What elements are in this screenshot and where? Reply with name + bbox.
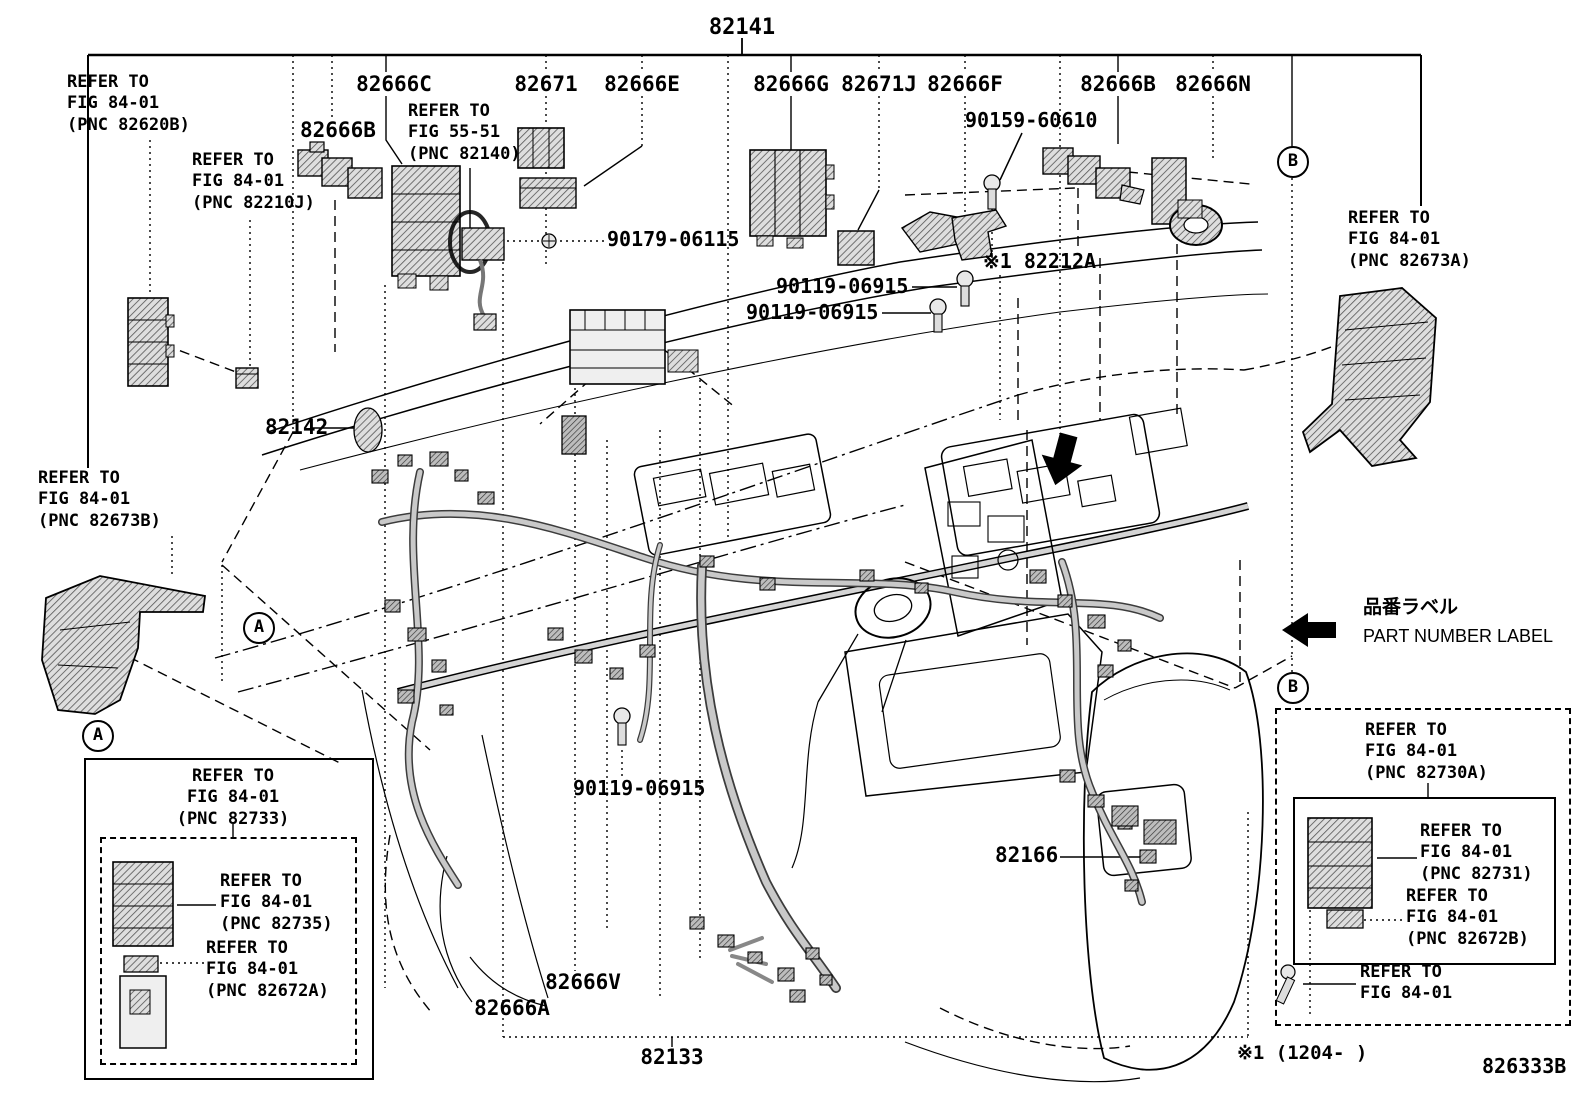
drop-lines [87,55,1429,1047]
label-82212a: ※1 82212A [983,249,1097,273]
refer-note-82733: REFER TO FIG 84-01 (PNC 82733) [176,766,290,829]
part-82673b-bracket-left [41,575,206,715]
inset-b-outer-box [1275,708,1571,1026]
inset-b-relay-icon [1307,817,1373,909]
label-82666n: 82666N [1175,72,1251,96]
part-90119-screw-c [613,707,631,746]
part-82210j-connector-cube [235,367,259,389]
part-90179-nut [541,233,557,249]
refer-note-82673a: REFER TO FIG 84-01 (PNC 82673A) [1348,208,1471,271]
harness-connectors [371,451,1177,1003]
refer-note-82730a: REFER TO FIG 84-01 (PNC 82730A) [1365,720,1488,783]
part-82666g-block [749,149,835,249]
label-82142: 82142 [265,415,329,439]
figure-number: 82141 [708,15,776,40]
part-82671-relay [517,127,565,169]
left-arrow-icon [1282,613,1336,647]
refer-note-82672b: REFER TO FIG 84-01 (PNC 82672B) [1406,886,1529,949]
inset-a-relay-icon [112,861,174,947]
inset-a-inner-box [100,837,357,1065]
label-82666a: 82666A [474,996,550,1020]
label-82671: 82671 [514,72,578,96]
part-82671j-cube [837,230,875,266]
part-number-label-jp: 品番ラベル [1363,596,1459,618]
refer-note-82673b: REFER TO FIG 84-01 (PNC 82673B) [38,468,161,531]
refer-note-55-51: REFER TO FIG 55-51 (PNC 82140) [408,101,521,164]
label-82666g: 82666G [753,72,829,96]
part-82666e-flat-connector [519,177,577,209]
inset-marker-b-box: B [1277,672,1309,704]
cowl-outline-lines [214,221,1369,693]
part-82140-connector-with-cable [461,227,505,331]
label-82666e: 82666E [604,72,680,96]
label-82666v: 82666V [545,970,621,994]
dashboard-structure [361,407,1264,1083]
part-82620b-junction-block [127,297,175,387]
down-arrow-icon [1041,432,1083,486]
arrows [1041,432,1336,647]
part-82673a-bracket-right [1301,287,1437,467]
label-90179-06115: 90179-06115 [607,227,740,251]
refer-note-82735: REFER TO FIG 84-01 (PNC 82735) [220,871,333,934]
part-82666b-right-relay-chain [1042,147,1145,205]
part-82666n-bracket [1151,157,1223,246]
inset-a-outer-box [84,758,374,1080]
label-82666b-left: 82666B [300,118,376,142]
refer-note-82672a: REFER TO FIG 84-01 (PNC 82672A) [206,938,329,1001]
refer-note-82731: REFER TO FIG 84-01 (PNC 82731) [1420,821,1533,884]
label-82666b-right: 82666B [1080,72,1156,96]
inset-marker-a-main: A [243,612,275,644]
label-90119-06915-b: 90119-06915 [746,300,879,324]
part-82212a-clip [951,209,1008,261]
inset-a-ecu-icon [119,975,167,1049]
top-bus-line [88,38,1421,57]
refer-note-82620b: REFER TO FIG 84-01 (PNC 82620B) [67,72,190,135]
part-icons [41,127,1437,1049]
part-82666b-left-relay-chain [297,141,383,199]
inset-b-flat-connector-icon [1326,909,1364,929]
part-small-bracket-82142 [353,407,587,455]
label-82166: 82166 [995,843,1059,867]
label-82666f: 82666F [927,72,1003,96]
label-90119-06915-c: 90119-06915 [573,776,706,800]
footnote: ※1 (1204- ) [1237,1042,1368,1064]
part-junction-box-center [569,309,699,385]
refer-note-82210j: REFER TO FIG 84-01 (PNC 82210J) [192,150,315,213]
diagram-code: 826333B [1482,1054,1567,1078]
steering-column [791,577,932,869]
part-90159-screw [983,174,1001,210]
label-82666c: 82666C [356,72,432,96]
label-90159-60610: 90159-60610 [965,108,1098,132]
part-number-label-en: PART NUMBER LABEL [1363,626,1554,646]
inset-marker-a-box: A [82,720,114,752]
label-90119-06915-a: 90119-06915 [776,274,909,298]
refer-note-8401: REFER TO FIG 84-01 [1360,962,1453,1004]
part-90119-screw-a [956,270,974,307]
inset-a-flat-connector-icon [123,955,159,973]
part-90119-screw-b [929,298,947,333]
label-82671j: 82671J [841,72,917,96]
inset-b-screw-icon [1275,964,1296,1005]
inset-marker-b-main: B [1277,146,1309,178]
part-82666c-bracket [391,165,492,291]
label-82133: 82133 [640,1045,704,1069]
inset-b-inner-box [1293,797,1556,965]
